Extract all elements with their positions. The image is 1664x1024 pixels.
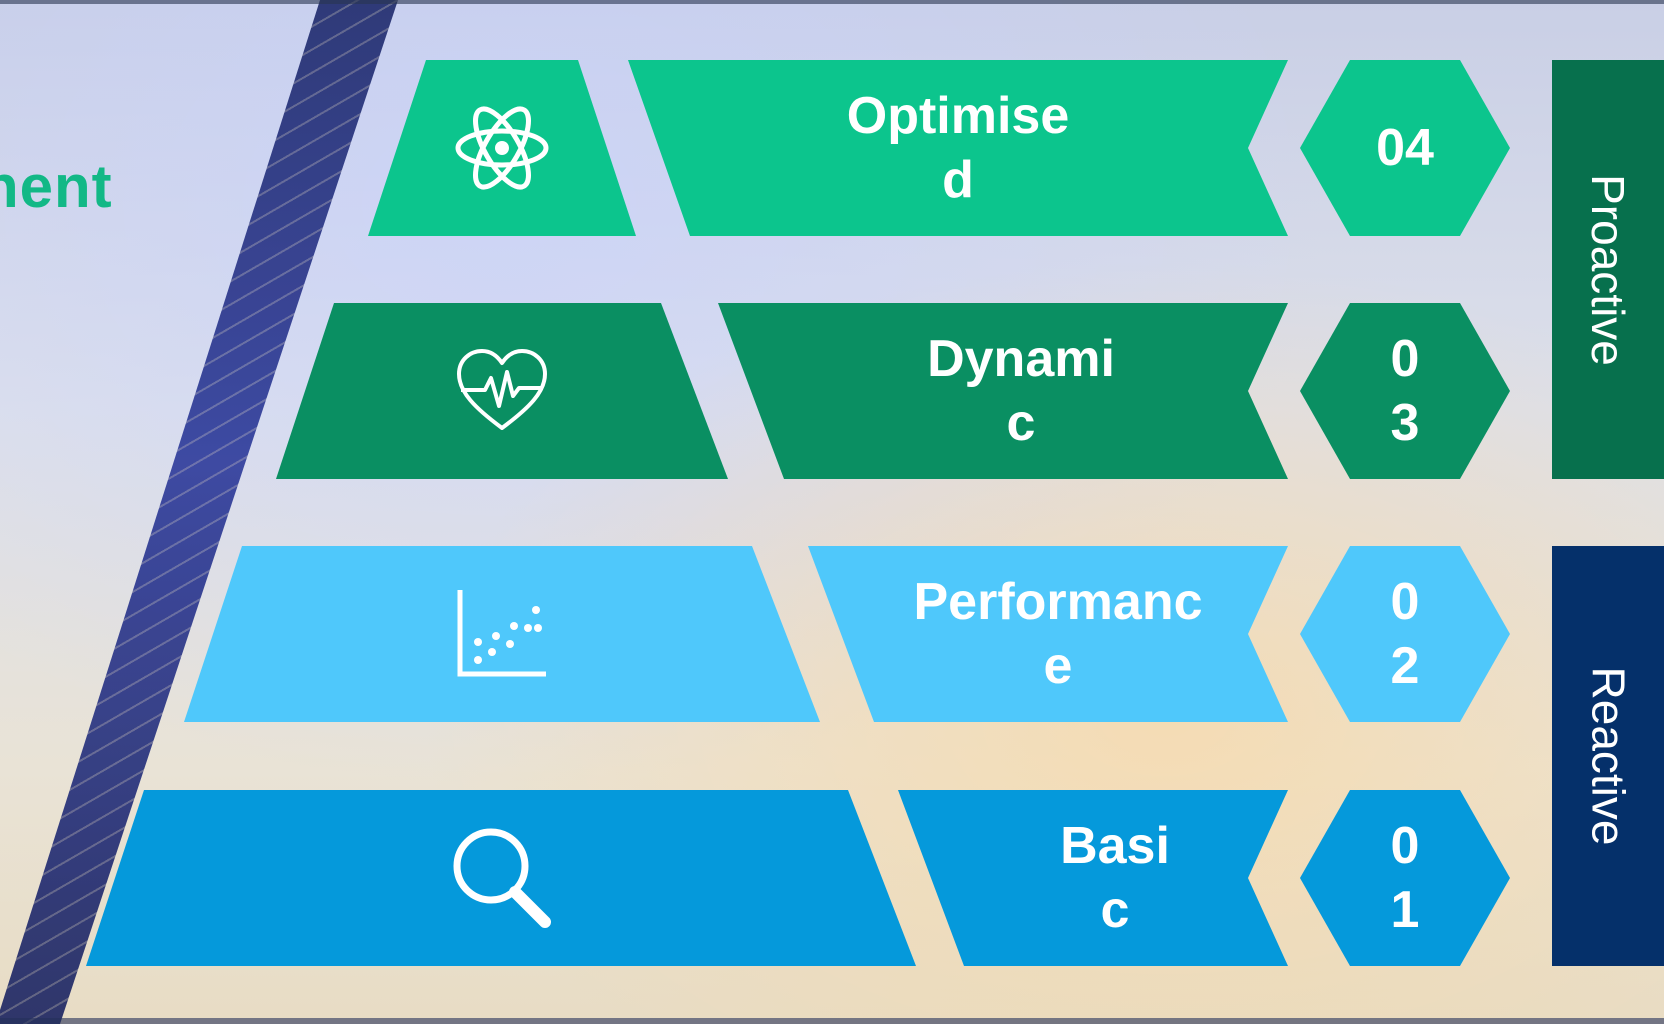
level-number: 0 2: [1390, 573, 1420, 695]
level-label: Optimise d: [846, 87, 1070, 209]
scatter-chart-icon: [454, 588, 550, 680]
level-number: 0 3: [1390, 330, 1420, 452]
number-hex-dynamic: 0 3: [1300, 303, 1510, 479]
number-hex-basic: 0 1: [1300, 790, 1510, 966]
level-row-dynamic: Dynami c 0 3: [0, 303, 1664, 479]
icon-block-dynamic: [276, 303, 728, 479]
level-label: Dynami c: [927, 330, 1115, 452]
atom-icon: [452, 96, 552, 200]
proactive-band: Proactive: [1552, 60, 1664, 479]
label-chevron-basic: Basi c: [898, 790, 1288, 966]
icon-block-performance: [184, 546, 820, 722]
level-label: Basi c: [1060, 817, 1170, 939]
icon-block-basic: [86, 790, 916, 966]
number-hex-optimised: 04: [1300, 60, 1510, 236]
label-chevron-optimised: Optimise d: [628, 60, 1288, 236]
level-row-performance: Performanc e 0 2: [0, 546, 1664, 722]
bottom-divider: [0, 1018, 1664, 1024]
label-chevron-dynamic: Dynami c: [718, 303, 1288, 479]
level-number: 04: [1376, 119, 1434, 177]
reactive-band: Reactive: [1552, 546, 1664, 966]
reactive-label: Reactive: [1582, 666, 1634, 846]
level-label: Performanc e: [913, 573, 1203, 695]
level-row-optimised: Optimise d 04: [0, 60, 1664, 236]
level-row-basic: Basi c 0 1: [0, 790, 1664, 966]
label-chevron-performance: Performanc e: [808, 546, 1288, 722]
magnifier-icon: [449, 826, 553, 930]
slide-title: nent: [0, 153, 113, 220]
number-hex-performance: 0 2: [1300, 546, 1510, 722]
proactive-label: Proactive: [1582, 173, 1634, 366]
level-number: 0 1: [1390, 817, 1420, 939]
top-divider: [0, 0, 1664, 4]
icon-block-optimised: [368, 60, 636, 236]
heart-pulse-icon: [455, 348, 549, 434]
